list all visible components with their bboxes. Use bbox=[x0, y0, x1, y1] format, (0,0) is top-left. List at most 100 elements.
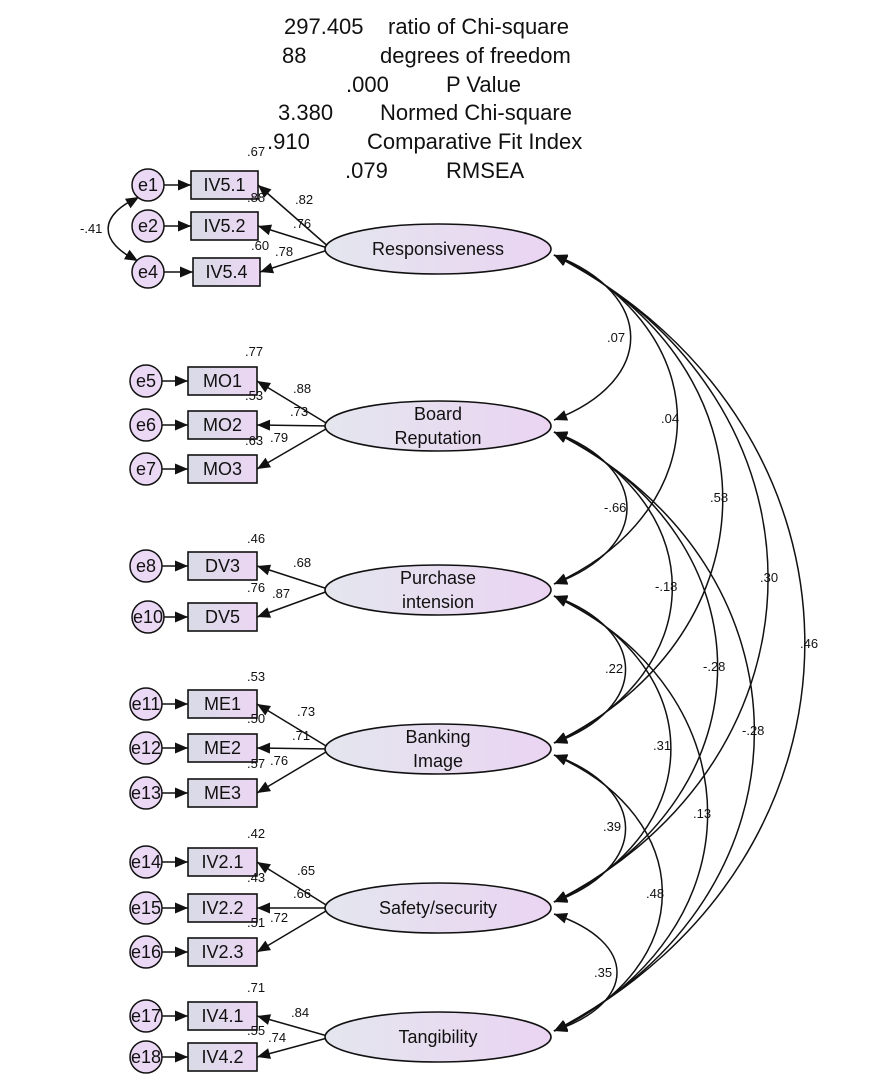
loading-path bbox=[256, 380, 332, 427]
loading-label: .79 bbox=[270, 430, 288, 445]
path-edges bbox=[107, 179, 806, 1063]
error-circle bbox=[129, 452, 163, 486]
correlation-label: .30 bbox=[760, 570, 778, 585]
correlation-curve bbox=[553, 431, 628, 585]
indicator-label: IV5.1 bbox=[203, 175, 245, 195]
correlation-label: .35 bbox=[594, 965, 612, 980]
loading-label: .76 bbox=[270, 753, 288, 768]
loading-label: .66 bbox=[293, 886, 311, 901]
r-squared-label: .50 bbox=[247, 711, 265, 726]
indicator-label: ME1 bbox=[204, 694, 241, 714]
correlation-arrowhead bbox=[554, 733, 569, 744]
error-label: e4 bbox=[138, 262, 158, 282]
indicator-box bbox=[187, 366, 258, 396]
indicator-label: ME3 bbox=[204, 783, 241, 803]
loading-label: .87 bbox=[272, 586, 290, 601]
latent-ellipse-l6 bbox=[324, 1011, 552, 1063]
indicator-label: IV5.4 bbox=[205, 262, 247, 282]
loading-arrowhead bbox=[260, 262, 275, 274]
loading-arrowhead bbox=[258, 224, 273, 236]
loading-path bbox=[256, 589, 332, 618]
correlation-label: .13 bbox=[693, 806, 711, 821]
loading-arrowhead bbox=[257, 1048, 271, 1059]
loading-arrowhead bbox=[257, 902, 270, 914]
loading-label: .73 bbox=[297, 704, 315, 719]
error-arrowhead bbox=[175, 1051, 188, 1063]
error-label: e6 bbox=[136, 415, 156, 435]
error-label: e7 bbox=[136, 459, 156, 479]
error-arrowhead bbox=[175, 742, 188, 754]
r-squared-label: .42 bbox=[247, 826, 265, 841]
correlation-curve bbox=[553, 595, 709, 1032]
loading-label: .71 bbox=[292, 728, 310, 743]
correlation-curve bbox=[553, 431, 719, 903]
indicator-label: IV4.2 bbox=[201, 1047, 243, 1067]
r-squared-label: .51 bbox=[247, 915, 265, 930]
indicator-label: DV3 bbox=[205, 556, 240, 576]
error-circle bbox=[131, 600, 165, 634]
loading-arrowhead bbox=[257, 457, 272, 469]
error-label: e14 bbox=[131, 852, 161, 872]
loading-arrowhead bbox=[257, 704, 271, 716]
loading-arrowhead bbox=[257, 781, 271, 793]
error-circle bbox=[131, 209, 165, 243]
error-arrowhead bbox=[178, 220, 191, 232]
r-squared-label: .77 bbox=[245, 344, 263, 359]
correlation-curve bbox=[553, 254, 769, 903]
stat-p-value: .000 bbox=[346, 72, 389, 97]
error-label: e11 bbox=[132, 694, 161, 714]
correlation-label: -.28 bbox=[703, 659, 725, 674]
loading-label: .65 bbox=[297, 863, 315, 878]
correlation-label: .48 bbox=[646, 886, 664, 901]
latent-label-l6: Tangibility bbox=[398, 1027, 477, 1047]
correlation-arrowhead bbox=[554, 255, 569, 266]
loading-label: .72 bbox=[270, 910, 288, 925]
error-circle bbox=[129, 364, 163, 398]
correlation-curve bbox=[553, 254, 632, 421]
indicator-label: MO1 bbox=[203, 371, 242, 391]
correlation-label: .58 bbox=[710, 490, 728, 505]
stat-cfi-label: Comparative Fit Index bbox=[367, 129, 582, 154]
error-arrowhead bbox=[175, 375, 188, 387]
indicator-box bbox=[187, 551, 258, 581]
correlation-label: .31 bbox=[653, 738, 671, 753]
r-squared-label: .71 bbox=[247, 980, 265, 995]
fit-statistics: 297.405 ratio of Chi-square 88 degrees o… bbox=[267, 14, 582, 183]
correlation-curve bbox=[553, 595, 627, 744]
error-label: e15 bbox=[131, 898, 161, 918]
loading-arrowhead bbox=[257, 1014, 272, 1025]
error-circle bbox=[131, 168, 165, 202]
indicator-box bbox=[187, 1042, 258, 1072]
correlation-arrowhead bbox=[554, 892, 569, 903]
error-circle bbox=[129, 935, 163, 969]
indicator-box bbox=[187, 733, 258, 763]
error-label: e2 bbox=[138, 216, 158, 236]
loading-arrowhead bbox=[257, 742, 271, 754]
error-circle bbox=[129, 408, 163, 442]
correlation-arrowhead bbox=[554, 755, 569, 766]
stat-normed-chi-value: 3.380 bbox=[278, 100, 333, 125]
loading-label: .88 bbox=[293, 381, 311, 396]
error-arrowhead bbox=[175, 856, 188, 868]
loading-arrowhead bbox=[258, 185, 272, 198]
r-squared-label: .53 bbox=[245, 388, 263, 403]
indicator-label: MO3 bbox=[203, 459, 242, 479]
indicator-box bbox=[187, 778, 258, 808]
error-label: e13 bbox=[131, 783, 161, 803]
error-arrowhead bbox=[175, 611, 188, 623]
correlation-arrowhead bbox=[554, 574, 569, 585]
loading-label: .82 bbox=[295, 192, 313, 207]
correlation-label: .04 bbox=[661, 411, 679, 426]
loading-path bbox=[257, 184, 332, 250]
indicator-label: DV5 bbox=[205, 607, 240, 627]
error-label: e17 bbox=[131, 1006, 161, 1026]
stat-df-value: 88 bbox=[282, 43, 306, 68]
correlation-curve bbox=[553, 754, 627, 903]
loading-path bbox=[256, 703, 332, 750]
indicator-box bbox=[187, 410, 258, 440]
correlation-curve bbox=[553, 254, 724, 744]
latent-label-l1: Responsiveness bbox=[372, 239, 504, 259]
correlation-curve bbox=[553, 254, 806, 1032]
r-squared-label: .57 bbox=[247, 756, 265, 771]
